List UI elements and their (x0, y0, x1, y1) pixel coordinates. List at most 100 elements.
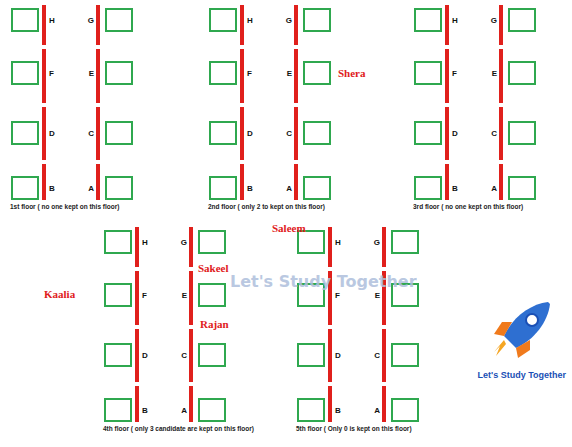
pillar-bar (240, 49, 244, 103)
seat-box (298, 231, 324, 253)
pillar-bar (135, 386, 139, 422)
position-letter: G (491, 16, 497, 25)
position-letter: E (182, 291, 187, 300)
pillar-bar (294, 164, 298, 200)
seat-box (105, 231, 131, 253)
position-letter: G (181, 238, 187, 247)
logo-text: Let's Study Together (478, 370, 566, 380)
pillar-bar (189, 271, 193, 325)
pillar-bar (135, 271, 139, 325)
floor-caption: 2nd floor ( only 2 to kept on this floor… (208, 203, 388, 210)
position-letter: H (247, 16, 253, 25)
person-name: Kaalia (44, 288, 75, 300)
seat-box (210, 177, 236, 199)
seat-box (106, 62, 132, 84)
seat-box (509, 122, 535, 144)
position-letter: E (287, 69, 292, 78)
position-letter: C (491, 129, 497, 138)
seat-box (199, 284, 225, 306)
position-letter: G (374, 238, 380, 247)
seat-box (199, 399, 225, 421)
seat-box (210, 122, 236, 144)
seat-box (12, 9, 38, 31)
position-letter: A (491, 184, 497, 193)
pillar-bar (189, 227, 193, 267)
position-letter: C (286, 129, 292, 138)
pillar-bar (96, 5, 100, 45)
pillar-bar (240, 164, 244, 200)
seat-box (106, 9, 132, 31)
pillar-bar (135, 329, 139, 382)
pillar-bar (135, 227, 139, 267)
seat-box (106, 177, 132, 199)
position-letter: B (142, 406, 148, 415)
seat-box (509, 177, 535, 199)
pillar-bar (445, 5, 449, 45)
position-letter: B (452, 184, 458, 193)
position-letter: F (142, 291, 147, 300)
position-letter: E (375, 291, 380, 300)
position-letter: D (247, 129, 253, 138)
seat-box (298, 344, 324, 366)
seat-box (12, 62, 38, 84)
position-letter: C (88, 129, 94, 138)
pillar-bar (42, 49, 46, 103)
person-name: Shera (338, 67, 366, 79)
pillar-bar (240, 5, 244, 45)
pillar-bar (96, 49, 100, 103)
floor-caption: 1st floor ( no one kept on this floor) (10, 203, 190, 210)
position-letter: D (335, 351, 341, 360)
position-letter: B (335, 406, 341, 415)
pillar-bar (96, 164, 100, 200)
pillar-bar (96, 107, 100, 160)
pillar-bar (328, 386, 332, 422)
position-letter: F (247, 69, 252, 78)
seat-box (415, 9, 441, 31)
position-letter: G (286, 16, 292, 25)
pillar-bar (382, 227, 386, 267)
seat-box (106, 122, 132, 144)
seat-box (392, 399, 418, 421)
position-letter: D (49, 129, 55, 138)
position-letter: C (374, 351, 380, 360)
position-letter: C (181, 351, 187, 360)
position-letter: A (374, 406, 380, 415)
person-name: Saleem (272, 222, 306, 234)
seat-box (199, 344, 225, 366)
position-letter: A (181, 406, 187, 415)
seat-box (105, 399, 131, 421)
pillar-bar (240, 107, 244, 160)
pillar-bar (445, 164, 449, 200)
seat-box (298, 399, 324, 421)
pillar-bar (499, 164, 503, 200)
position-letter: A (88, 184, 94, 193)
seat-box (304, 122, 330, 144)
pillar-bar (42, 164, 46, 200)
position-letter: A (286, 184, 292, 193)
floor-caption: 4th floor ( only 3 candidate are kept on… (103, 425, 283, 432)
pillar-bar (382, 386, 386, 422)
seat-box (105, 344, 131, 366)
pillar-bar (189, 386, 193, 422)
pillar-bar (382, 329, 386, 382)
seat-box (392, 231, 418, 253)
pillar-bar (328, 227, 332, 267)
position-letter: H (49, 16, 55, 25)
position-letter: F (49, 69, 54, 78)
position-letter: D (452, 129, 458, 138)
seat-box (210, 9, 236, 31)
pillar-bar (294, 49, 298, 103)
pillar-bar (294, 107, 298, 160)
pillar-bar (445, 49, 449, 103)
position-letter: F (335, 291, 340, 300)
seat-box (415, 177, 441, 199)
pillar-bar (445, 107, 449, 160)
seat-box (509, 9, 535, 31)
seat-box (415, 122, 441, 144)
position-letter: E (89, 69, 94, 78)
seat-box (304, 177, 330, 199)
person-name: Sakeel (198, 262, 229, 274)
pillar-bar (294, 5, 298, 45)
pillar-bar (499, 5, 503, 45)
position-letter: D (142, 351, 148, 360)
